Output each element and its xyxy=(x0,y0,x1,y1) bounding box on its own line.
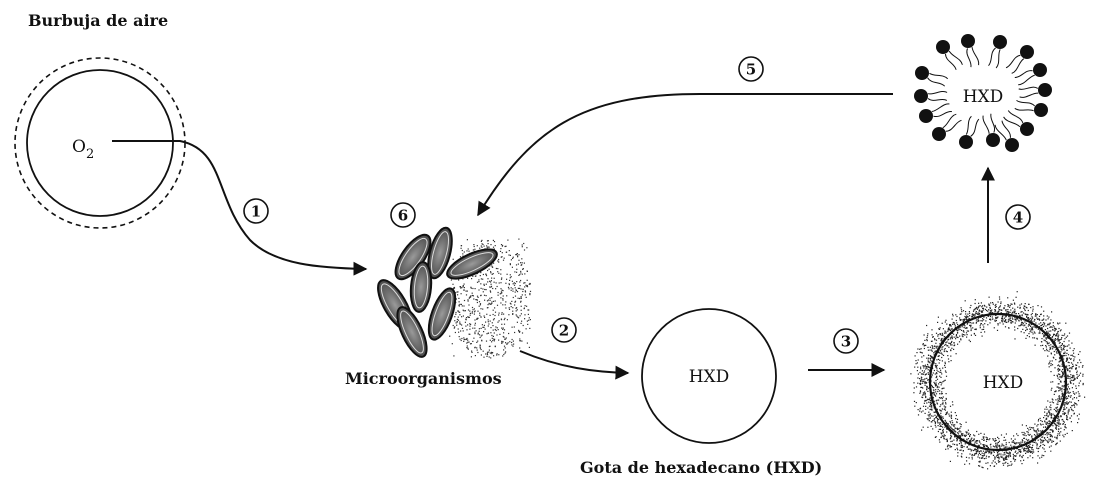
droplet-hxd-label: HXD xyxy=(689,367,730,387)
arrow-oxygen-transfer xyxy=(112,141,366,269)
step-2-marker: 2 xyxy=(552,318,576,342)
step-4-marker: 4 xyxy=(1006,205,1030,229)
step-2-number: 2 xyxy=(559,322,569,340)
step-3-marker: 3 xyxy=(834,329,858,353)
microorganisms-label: Microorganismos xyxy=(345,369,502,388)
oxygen-label: O2 xyxy=(72,137,94,162)
coated-hxd-label: HXD xyxy=(983,373,1024,393)
droplet-caption: Gota de hexadecano (HXD) xyxy=(580,458,822,477)
arrow-uptake xyxy=(478,94,893,215)
air-bubble xyxy=(15,58,185,228)
air-bubble-label: Burbuja de aire xyxy=(28,11,168,30)
micelle-hxd-label: HXD xyxy=(963,87,1004,107)
step-1-marker: 1 xyxy=(244,199,268,223)
step-3-number: 3 xyxy=(841,333,851,351)
step-4-number: 4 xyxy=(1013,209,1023,227)
step-5-marker: 5 xyxy=(739,57,763,81)
oxygen-base: O xyxy=(72,137,86,157)
step-1-number: 1 xyxy=(251,203,261,221)
step-6-number: 6 xyxy=(398,207,408,225)
arrow-to-droplet xyxy=(520,351,628,373)
step-5-number: 5 xyxy=(746,61,756,79)
step-6-marker: 6 xyxy=(391,203,415,227)
oxygen-subscript: 2 xyxy=(86,147,94,162)
